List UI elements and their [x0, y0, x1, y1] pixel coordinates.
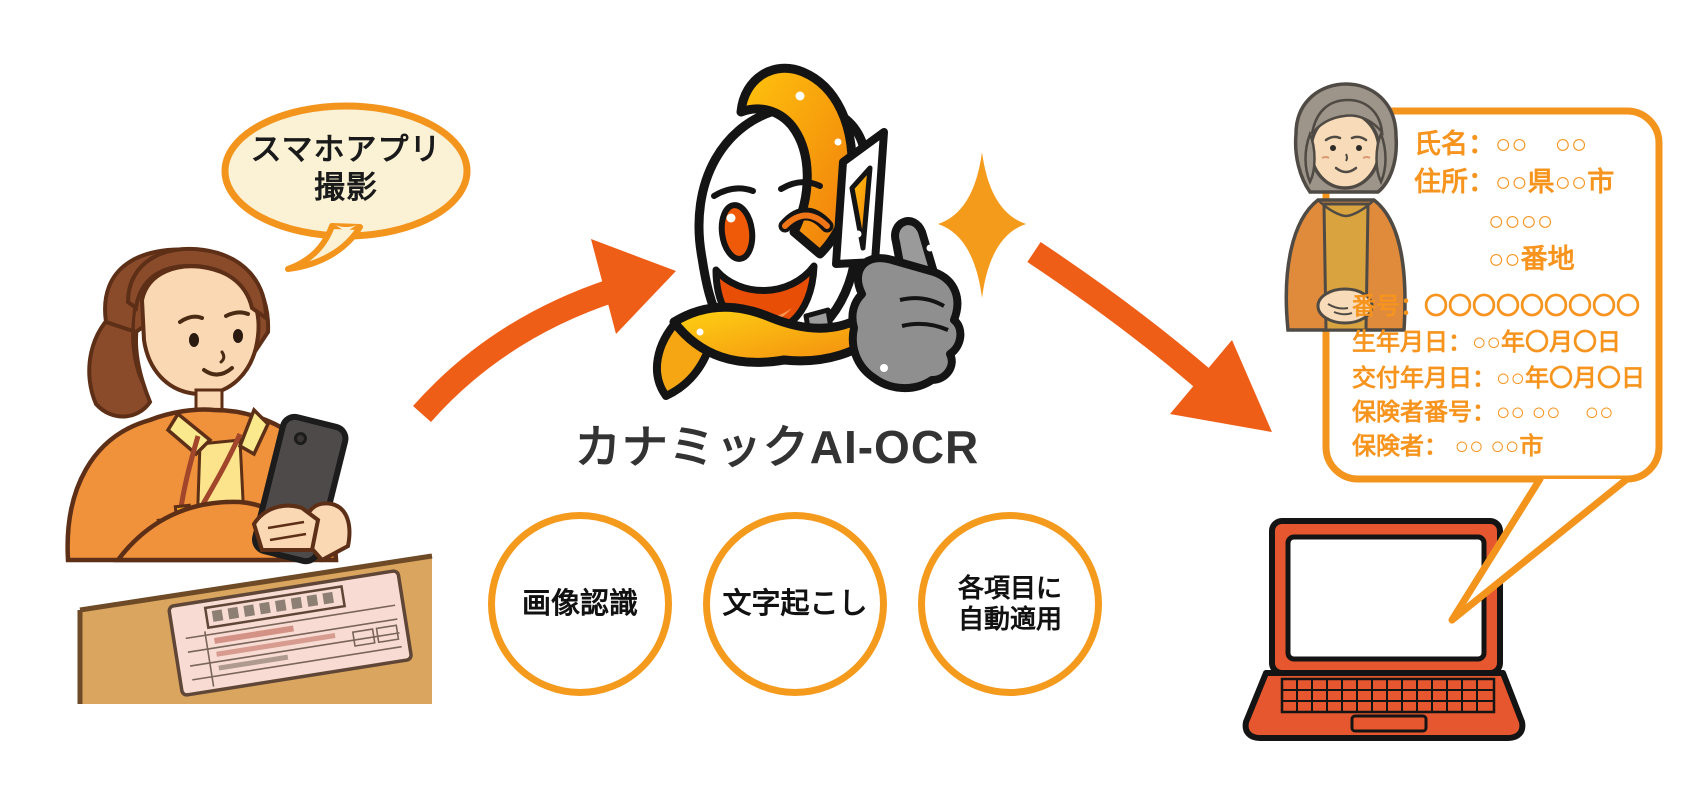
laptop-icon	[1242, 518, 1526, 741]
result-name-line: 氏名：○○ ○○	[1414, 129, 1588, 159]
insurance-card-document	[167, 569, 413, 697]
result-address-line2: ○○○○	[1488, 206, 1554, 236]
result-insurer-line: 保険者： ○○ ○○市	[1352, 433, 1544, 460]
sparkle-icon	[938, 152, 1026, 298]
photo-speech-bubble	[221, 102, 471, 272]
result-birth-line: 生年月日：○○年〇月〇日	[1352, 329, 1621, 356]
result-address-line: 住所：○○県○○市	[1414, 167, 1615, 197]
arrow-left-icon	[413, 239, 676, 422]
product-title: カナミックAI-OCR	[574, 421, 980, 473]
step-circle-image-recognition: 画像認識	[488, 512, 672, 696]
senior-woman-illustration	[1284, 82, 1407, 332]
result-issue-line: 交付年月日：○○年〇月〇日	[1352, 365, 1645, 392]
arrow-right-icon	[1027, 242, 1272, 432]
result-number-line: 番号：〇〇〇〇〇〇〇〇〇	[1352, 293, 1640, 320]
worker-illustration	[65, 246, 352, 565]
step-circle-transcription: 文字起こし	[703, 512, 887, 696]
result-address-line3: ○○番地	[1488, 244, 1575, 274]
step3-label-line2: 自動適用	[957, 604, 1062, 634]
step3-label-line1: 各項目に	[957, 572, 1062, 603]
mascot-robot-icon	[652, 63, 965, 400]
step-circle-auto-apply: 各項目に 自動適用	[918, 512, 1102, 696]
photo-bubble-line2: 撮影	[314, 170, 378, 205]
photo-bubble-line1: スマホアプリ	[250, 132, 442, 167]
step1-label: 画像認識	[521, 587, 638, 620]
result-speech-bubble	[1322, 107, 1663, 624]
step2-label: 文字起こし	[722, 587, 868, 620]
thumbs-up-hand-icon	[848, 217, 965, 393]
result-insurer-number-line: 保険者番号：○○ ○○ ○○	[1352, 399, 1614, 426]
